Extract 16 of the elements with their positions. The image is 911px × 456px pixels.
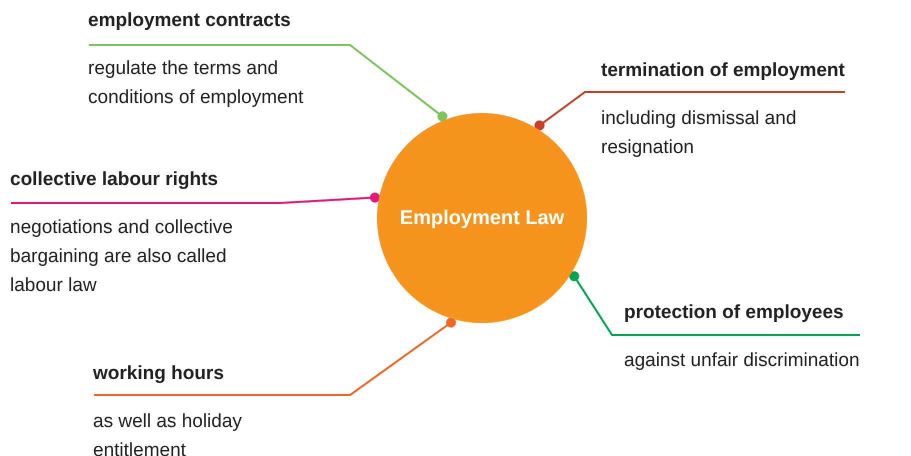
heading: collective labour rights <box>10 168 219 192</box>
connector-line <box>534 91 845 130</box>
topic-circle: Employment Law <box>377 113 587 323</box>
connector-line <box>89 44 448 122</box>
connector-line <box>94 318 456 396</box>
description: including dismissal and resignation <box>601 107 798 160</box>
description: negotiations and collective bargaining are also called labour law <box>10 216 234 298</box>
heading: protection of employees <box>624 301 845 325</box>
connector-line <box>569 271 860 336</box>
heading: termination of employment <box>601 59 845 83</box>
description: as well as holiday entitlement <box>93 410 243 456</box>
connector-line <box>11 192 380 204</box>
heading: employment contracts <box>88 9 292 33</box>
description: regulate the terms and conditions of employment <box>88 57 304 110</box>
description: against unfair discrimination <box>624 349 860 373</box>
heading: working hours <box>93 362 225 386</box>
